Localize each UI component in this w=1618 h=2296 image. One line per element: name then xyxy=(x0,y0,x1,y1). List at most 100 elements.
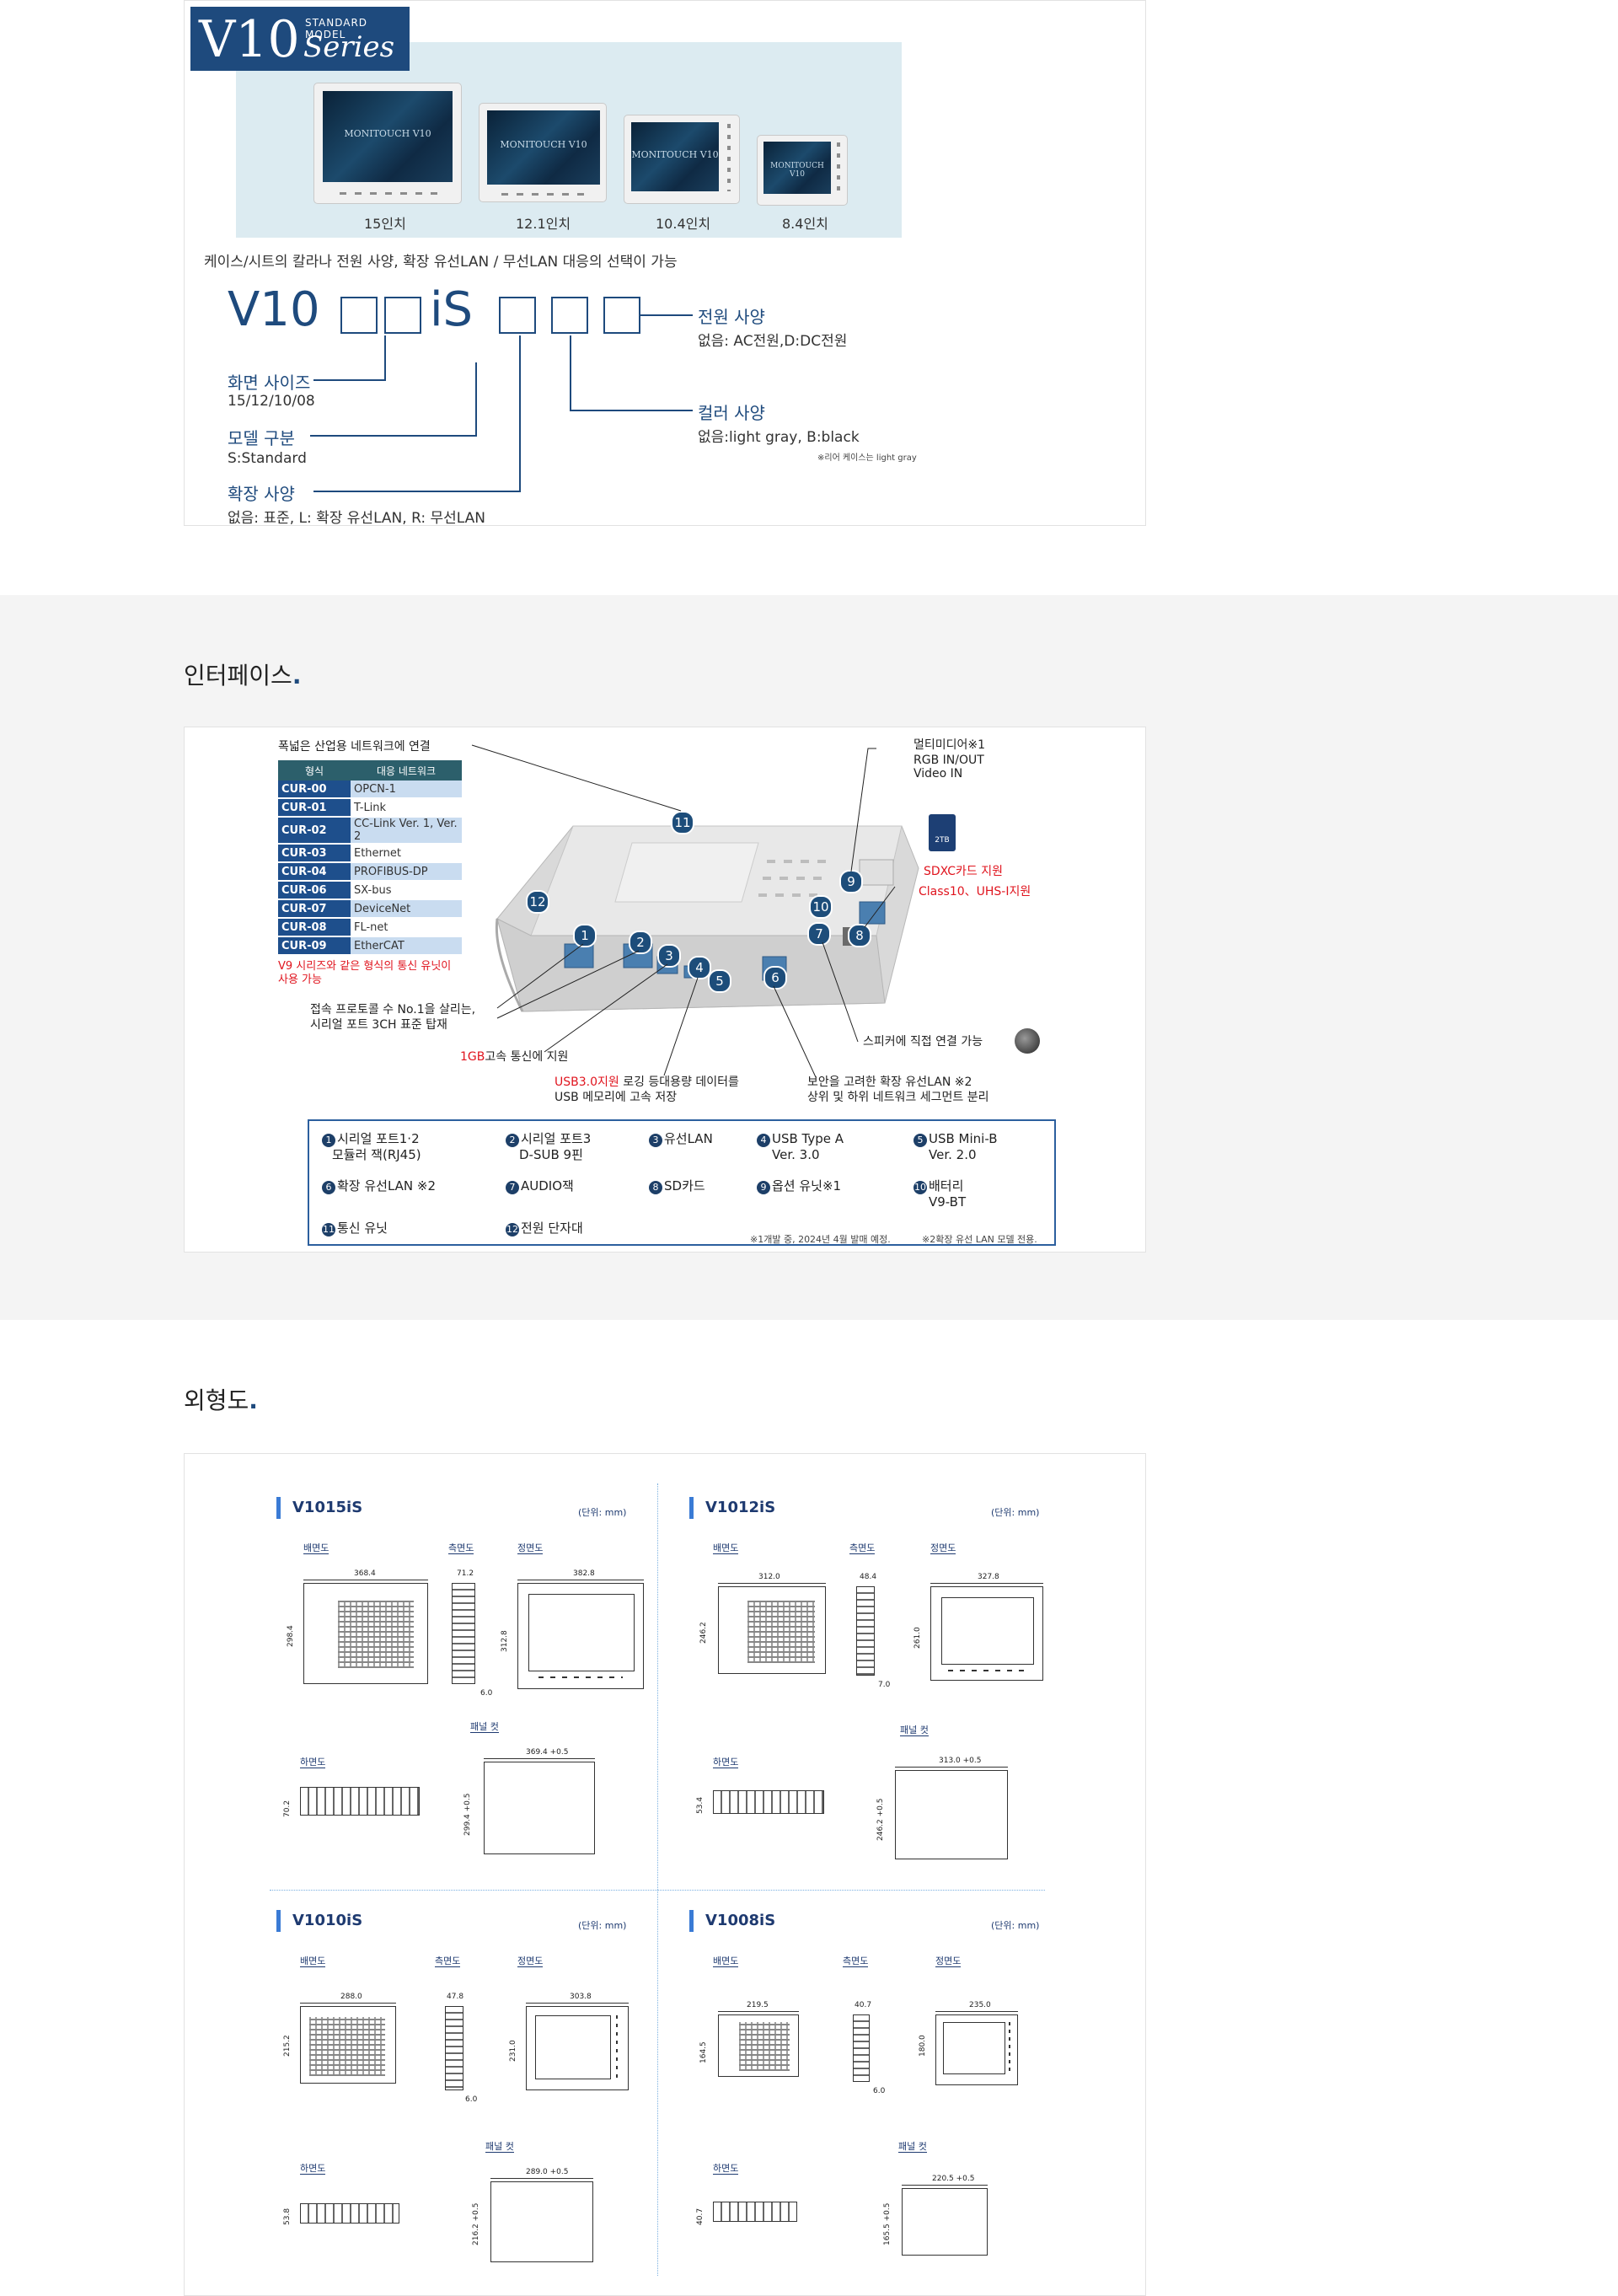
badge-series: Series xyxy=(303,30,395,64)
security-lan-label-1: 보안을 고려한 확장 유선LAN ※2 xyxy=(807,1076,972,1089)
monitor-screen-text: MONITOUCH V10 xyxy=(770,162,824,179)
panel-cut-drawing xyxy=(895,1770,1008,1859)
v9-note-2: 사용 가능 xyxy=(278,974,322,986)
legend-footnote-1: ※1개발 중, 2024년 4월 발매 예정. xyxy=(750,1234,891,1245)
callout-12: 12 xyxy=(526,890,549,914)
rear-view-drawing xyxy=(718,1586,826,1674)
rear-view-drawing xyxy=(300,2006,396,2084)
color-note: ※리어 케이스는 light gray xyxy=(817,453,917,463)
monitor-10: MONITOUCH V10 xyxy=(624,115,740,204)
side-view-drawing xyxy=(452,1583,475,1684)
protocol-label-1: 접속 프로토콜 수 No.1을 살리는, xyxy=(310,1003,476,1017)
quadrant-divider-v xyxy=(657,1483,658,2276)
multimedia-label-3: Video IN xyxy=(913,767,963,781)
callout-10: 10 xyxy=(809,895,833,919)
dim-unit: (단위: mm) xyxy=(578,1920,627,1931)
dim-unit: (단위: mm) xyxy=(991,1507,1040,1518)
protocol-label-2: 시리얼 포트 3CH 표준 탑재 xyxy=(310,1018,447,1032)
size-title: 화면 사이즈 xyxy=(228,373,311,393)
badge-standard: STANDARD MODEL xyxy=(305,17,368,40)
power-title: 전원 사양 xyxy=(698,307,765,327)
interface-legend xyxy=(308,1119,1056,1246)
selection-description: 케이스/시트의 칼라나 전원 사양, 확장 유선LAN / 무선LAN 대응의 … xyxy=(204,254,678,271)
front-view-drawing xyxy=(935,2014,1018,2085)
dim-model-title: V1010iS xyxy=(276,1910,362,1932)
rear-view-drawing xyxy=(718,2014,799,2077)
model-code-is: iS xyxy=(430,282,474,337)
callout-2: 2 xyxy=(629,931,652,954)
bottom-view-label: 하면도 xyxy=(300,1757,326,1768)
monitor-size-15: 15인치 xyxy=(364,216,406,232)
network-caption: 폭넓은 산업용 네트워크에 연결 xyxy=(278,740,431,754)
monitor-size-8: 8.4인치 xyxy=(782,216,828,232)
table-header: 대응 네트워크 xyxy=(351,760,462,781)
sdxc-label-2: Class10、UHS-I지원 xyxy=(919,885,1031,899)
callout-4: 4 xyxy=(688,956,711,979)
front-view-drawing xyxy=(517,1583,644,1689)
dim-model-title: V1015iS xyxy=(276,1497,362,1519)
bottom-view-drawing xyxy=(300,1787,420,1816)
bottom-view-label: 하면도 xyxy=(300,2163,326,2175)
front-view-label: 정면도 xyxy=(935,1955,962,1967)
side-view-drawing xyxy=(853,2014,870,2082)
model-code-box-2 xyxy=(384,297,421,334)
series-badge: V10 STANDARD MODEL Series xyxy=(190,7,410,71)
multimedia-label-1: 멀티미디어※1 xyxy=(913,738,986,752)
model-value: S:Standard xyxy=(228,450,307,467)
callout-11: 11 xyxy=(671,811,694,834)
rear-view-label: 배면도 xyxy=(713,1955,739,1967)
v9-note-1: V9 시리즈와 같은 형식의 통신 유닛이 xyxy=(278,960,452,973)
sd-card-icon: 2TB xyxy=(929,814,956,851)
monitor-screen-text: MONITOUCH V10 xyxy=(631,149,719,160)
dim-unit: (단위: mm) xyxy=(578,1507,627,1518)
badge-v10: V10 xyxy=(199,10,300,69)
speaker-label: 스피커에 직접 연결 가능 xyxy=(863,1035,983,1049)
legend-footnote-2: ※2확장 유선 LAN 모델 전용. xyxy=(922,1234,1037,1245)
bottom-view-drawing xyxy=(713,1790,824,1814)
side-view-label: 측면도 xyxy=(843,1955,869,1967)
callout-7: 7 xyxy=(807,922,831,946)
monitor-screen-text: MONITOUCH V10 xyxy=(344,128,431,139)
panel-cut-drawing xyxy=(490,2181,593,2262)
ext-value: 없음: 표준, L: 확장 유선LAN, R: 무선LAN xyxy=(228,510,485,527)
multimedia-label-2: RGB IN/OUT xyxy=(913,754,984,767)
outline-title: 외형도. xyxy=(184,1387,258,1414)
model-code-box-1 xyxy=(340,297,378,334)
sd-capacity: 2TB xyxy=(935,836,950,845)
front-view-drawing xyxy=(526,2006,629,2090)
panel-cut-drawing xyxy=(902,2188,988,2256)
color-value: 없음:light gray, B:black xyxy=(698,429,860,446)
rear-view-label: 배면도 xyxy=(713,1542,739,1554)
front-view-label: 정면도 xyxy=(517,1542,544,1554)
callout-1: 1 xyxy=(573,924,597,947)
side-view-label: 측면도 xyxy=(849,1542,876,1554)
side-view-drawing xyxy=(445,2006,463,2090)
rear-view-label: 배면도 xyxy=(300,1955,326,1967)
model-title: 모델 구분 xyxy=(228,428,295,448)
model-code-box-4 xyxy=(551,297,588,334)
dim-unit: (단위: mm) xyxy=(991,1920,1040,1931)
panel-cut-label: 패널 컷 xyxy=(485,2141,514,2153)
power-value: 없음: AC전원,D:DC전원 xyxy=(698,333,848,350)
front-view-drawing xyxy=(930,1586,1043,1681)
panel-cut-label: 패널 컷 xyxy=(900,1725,929,1736)
model-code-box-3 xyxy=(499,297,536,334)
bottom-view-drawing xyxy=(300,2203,399,2224)
usb-label-1: USB3.0지원 로깅 등대용량 데이터를 xyxy=(555,1076,739,1089)
monitor-8: MONITOUCH V10 xyxy=(757,135,848,206)
front-view-label: 정면도 xyxy=(930,1542,956,1554)
ext-title: 확장 사양 xyxy=(228,484,295,504)
callout-3: 3 xyxy=(657,944,681,968)
model-code-box-5 xyxy=(603,297,640,334)
bottom-view-drawing xyxy=(713,2202,797,2222)
size-value: 15/12/10/08 xyxy=(228,393,315,410)
callout-6: 6 xyxy=(763,966,787,990)
